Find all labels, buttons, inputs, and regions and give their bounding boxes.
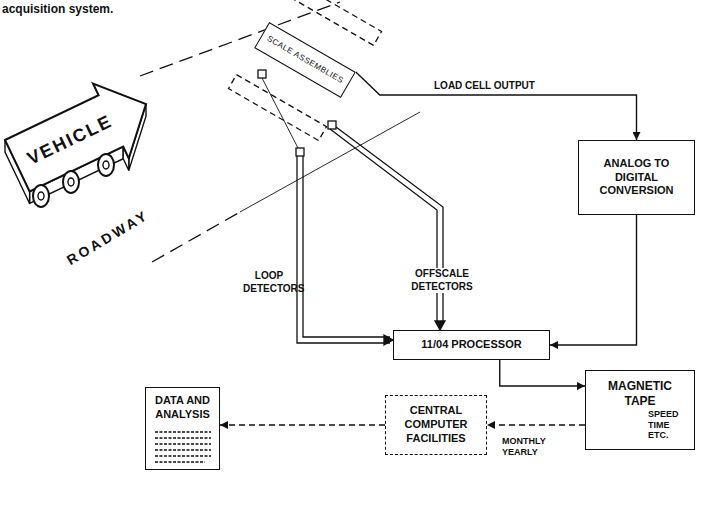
- storage-box: MAGNETIC TAPESPEED TIME ETC.: [585, 370, 695, 450]
- offscale-detector-line: [336, 127, 443, 324]
- loop-detector-line: [297, 156, 390, 343]
- box-title: CENTRAL COMPUTER FACILITIES: [392, 404, 480, 445]
- signal-label: OFFSCALE DETECTORS: [394, 268, 490, 293]
- signal-label: LOOP DETECTORS: [243, 270, 295, 295]
- output-box: DATA AND ANALYSIS: [145, 387, 220, 470]
- loop-detector-line: [303, 156, 390, 337]
- vehicle-drawing: [5, 84, 146, 208]
- road-edge: [152, 212, 240, 262]
- arrowhead: [384, 335, 393, 345]
- caption: acquisition system.: [2, 2, 113, 17]
- road-line: [240, 112, 420, 212]
- road-label: ROADWAY: [64, 207, 153, 270]
- printout-lines: [155, 432, 211, 462]
- connector-arrow: [550, 215, 637, 345]
- box-note: SPEED TIME ETC.: [648, 409, 688, 440]
- edge-label: LOAD CELL OUTPUT: [432, 80, 537, 93]
- connector-arrow: [487, 424, 585, 425]
- process-box: ANALOG TO DIGITAL CONVERSION: [578, 140, 695, 215]
- box-title: DATA AND ANALYSIS: [152, 394, 213, 422]
- box-title: MAGNETIC TAPE: [600, 379, 680, 409]
- edge-label: MONTHLY YEARLY: [500, 436, 564, 459]
- process-box: 11/04 PROCESSOR: [393, 330, 550, 360]
- facility-box: CENTRAL COMPUTER FACILITIES: [385, 395, 487, 455]
- connector-arrow: [220, 424, 385, 425]
- box-title: ANALOG TO DIGITAL CONVERSION: [585, 157, 688, 198]
- loop-detector: [296, 148, 304, 156]
- scale-box: SCALE ASSEMBLIES: [254, 22, 356, 98]
- offscale-detector-line: [330, 129, 437, 324]
- box-title: SCALE ASSEMBLIES: [265, 34, 345, 86]
- offscale-detector: [328, 121, 336, 129]
- box-title: 11/04 PROCESSOR: [421, 338, 521, 352]
- detector-wire: [262, 78, 298, 148]
- connector-arrow: [500, 360, 585, 386]
- connector-arrow: [356, 72, 637, 140]
- arrowhead: [435, 321, 445, 330]
- loop-detector: [258, 70, 266, 78]
